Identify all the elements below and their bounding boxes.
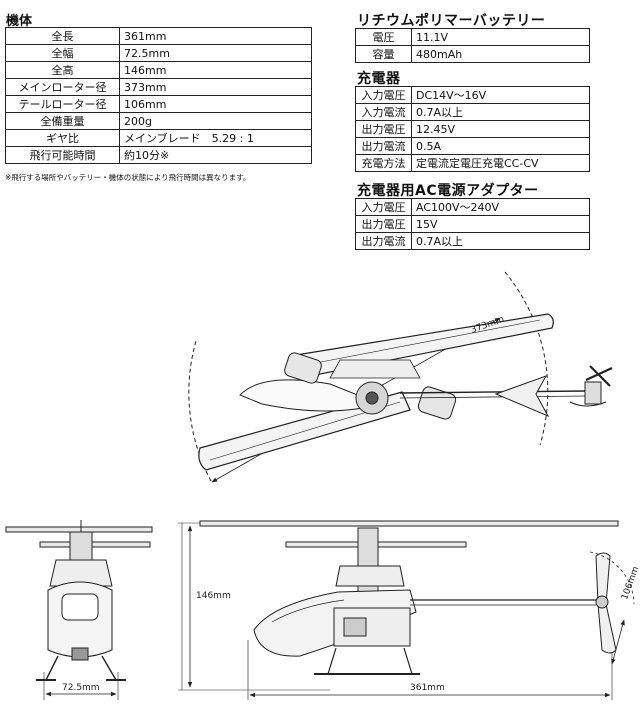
spec-key: 容量 bbox=[355, 45, 412, 63]
machine-title: 機体 bbox=[6, 14, 33, 29]
spec-key: 出力電圧 bbox=[355, 120, 412, 138]
horizontal-fin bbox=[494, 375, 550, 418]
spec-value: 480mAh bbox=[411, 45, 590, 63]
spec-key: 飛行可能時間 bbox=[5, 146, 120, 164]
spec-key: 充電方法 bbox=[355, 154, 412, 172]
spec-value: 0.7A以上 bbox=[411, 232, 590, 250]
spec-value: 361mm bbox=[119, 27, 312, 45]
rotor-circle-right bbox=[504, 271, 549, 446]
tail-rotor-blade-lower bbox=[597, 603, 617, 654]
tail-rotor-hub bbox=[595, 595, 609, 609]
spec-key: テールローター径 bbox=[5, 95, 120, 113]
flybar-weight-right bbox=[417, 386, 457, 420]
tail-boom bbox=[399, 390, 587, 394]
length-label: 361mm bbox=[410, 683, 445, 693]
tail-rotor-label: 106mm bbox=[620, 565, 640, 601]
spec-key: 出力電圧 bbox=[355, 215, 412, 233]
charger-title: 充電器 bbox=[357, 71, 401, 87]
side-view bbox=[178, 520, 635, 700]
height-label: 146mm bbox=[196, 591, 231, 601]
spec-value: 146mm bbox=[119, 61, 312, 79]
top-view bbox=[188, 271, 613, 483]
spec-key: 出力電流 bbox=[355, 232, 412, 250]
width-label: 72.5mm bbox=[62, 683, 100, 693]
flight-time-note: ※飛行する場所やバッテリー・機体の状態により飛行時間は異なります。 bbox=[5, 173, 251, 182]
spec-key: 出力電流 bbox=[355, 137, 412, 155]
spec-row: 充電方法定電流定電圧充電CC-CV bbox=[355, 154, 590, 172]
front-upper-blade bbox=[5, 526, 153, 533]
spec-value: 12.45V bbox=[411, 120, 590, 138]
adapter-title: 充電器用AC電源アダプター bbox=[357, 183, 539, 199]
battery-title: リチウムポリマーバッテリー bbox=[357, 13, 546, 29]
spec-row: 飛行可能時間約10分※ bbox=[5, 146, 312, 164]
side-upper-blade bbox=[199, 520, 619, 527]
tail-rotor-dimension-line bbox=[611, 619, 625, 665]
spec-value: 373mm bbox=[119, 78, 312, 96]
spec-key: 入力電圧 bbox=[355, 86, 412, 104]
front-lower-blade bbox=[39, 541, 151, 548]
upper-main-blade bbox=[289, 313, 554, 379]
spec-row: ギヤ比メインブレード 5.29 : 1 bbox=[5, 129, 312, 147]
front-view bbox=[5, 520, 153, 700]
tail-motor bbox=[584, 381, 602, 405]
spec-value: 定電流定電圧充電CC-CV bbox=[411, 154, 590, 172]
spec-value: 約10分※ bbox=[119, 146, 312, 164]
flybar-weight-left bbox=[284, 352, 322, 384]
